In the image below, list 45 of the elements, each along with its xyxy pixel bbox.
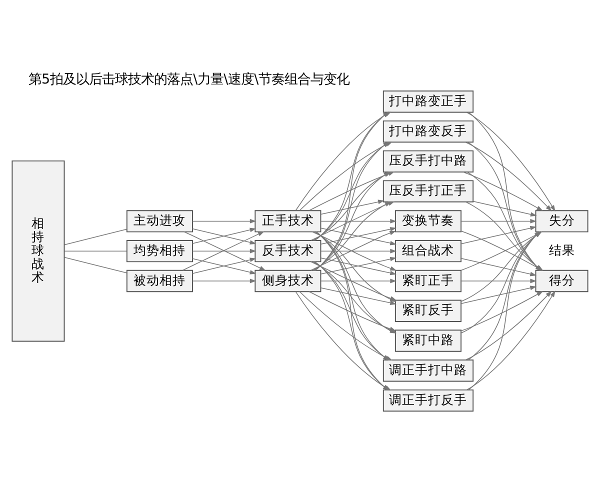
arrow xyxy=(460,258,537,276)
node-box: 紧盯正手 xyxy=(394,270,462,292)
node-box: 调正手打中路 xyxy=(382,360,474,382)
connector xyxy=(64,250,127,252)
node-box: 压反手打中路 xyxy=(382,150,474,172)
node-box: 变换节奏 xyxy=(394,210,462,232)
arrow xyxy=(466,290,556,390)
arrow xyxy=(465,290,552,360)
node-box: 得分 xyxy=(535,270,588,292)
arrow xyxy=(460,226,537,244)
arrow xyxy=(320,278,397,284)
node-box: 主动进攻 xyxy=(126,210,193,232)
arrow xyxy=(460,291,544,332)
label: 结果 xyxy=(548,242,575,258)
node-box: 正手技术 xyxy=(254,210,322,232)
diagram-title: 第5拍及以后击球技术的落点\力量\速度\节奏组合与变化 xyxy=(28,72,350,88)
arrow xyxy=(320,200,384,215)
node-box: 压反手打正手 xyxy=(382,180,474,202)
node-box: 侧身技术 xyxy=(254,270,322,292)
node-box: 被动相持 xyxy=(126,270,193,292)
arrow xyxy=(192,218,256,224)
arrow xyxy=(320,218,397,224)
node-box: 组合战术 xyxy=(394,240,462,262)
connector xyxy=(64,257,127,274)
arrow xyxy=(465,142,552,212)
arrow xyxy=(466,112,556,212)
arrow xyxy=(192,278,256,284)
node-box: 打中路变正手 xyxy=(382,90,474,113)
node-box: 相持球战术 xyxy=(12,160,65,342)
arrow xyxy=(192,248,256,254)
arrow xyxy=(460,218,537,224)
node-box: 均势相持 xyxy=(126,240,193,262)
arrow xyxy=(473,200,537,217)
arrow xyxy=(460,286,537,304)
node-box: 紧盯反手 xyxy=(394,300,462,322)
node-box: 失分 xyxy=(535,210,588,232)
node-box: 打中路变反手 xyxy=(382,120,474,143)
arrow xyxy=(312,202,392,271)
arrow xyxy=(460,278,537,284)
node-box: 反手技术 xyxy=(254,240,322,262)
arrow xyxy=(463,172,544,211)
node-box: 紧盯中路 xyxy=(394,330,462,352)
node-box: 调正手打反手 xyxy=(382,389,474,412)
connector xyxy=(64,228,127,246)
arrow xyxy=(320,248,397,254)
